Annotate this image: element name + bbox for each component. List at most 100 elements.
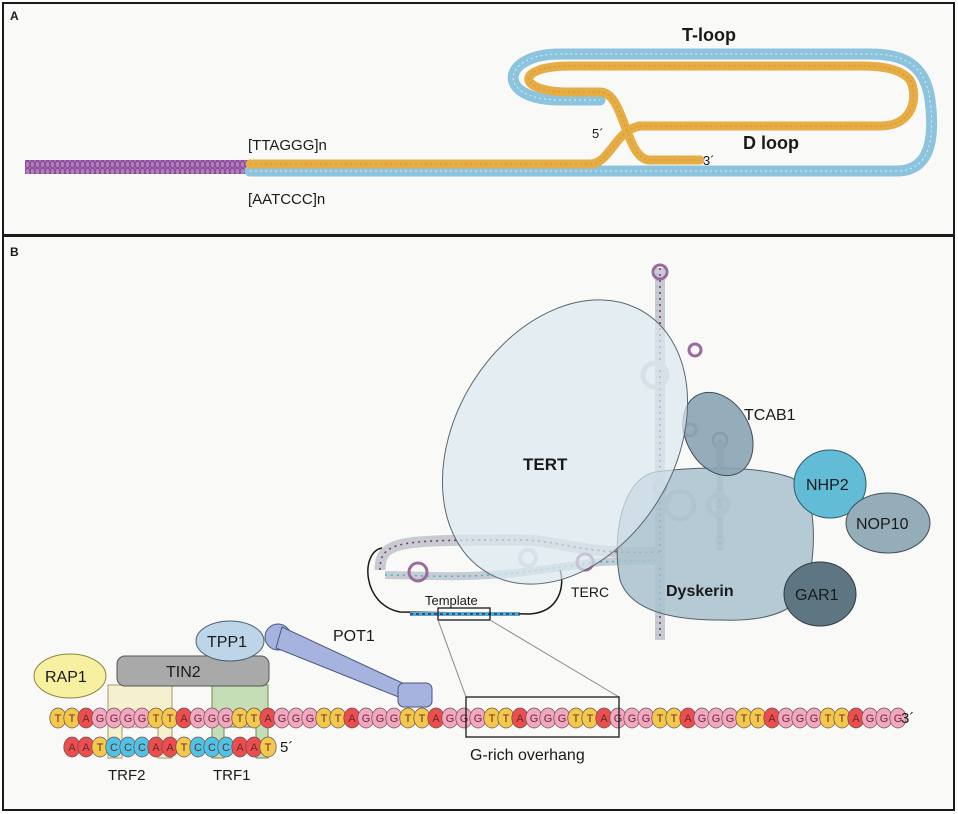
panel-a-frame [2, 2, 955, 236]
nucleotide-letter: G [376, 713, 385, 725]
nucleotide-letter: G [866, 713, 875, 725]
panel-a: A [TTAGGG]n [AATCCC]n T-loop D loop 5´ 3… [2, 2, 955, 236]
nucleotide-letter: G [712, 713, 721, 725]
nucleotide-letter: T [755, 713, 762, 725]
nucleotide-letter: T [839, 713, 846, 725]
nucleotide-letter: A [684, 713, 692, 725]
five-prime-label: 5´ [592, 126, 604, 141]
template-label: Template [425, 593, 478, 608]
nucleotide-letter: G [894, 713, 903, 725]
nucleotide-letter: G [96, 713, 105, 725]
nucleotide-letter: G [446, 713, 455, 725]
nucleotide-letter: G [474, 713, 483, 725]
nucleotide-letter: T [167, 713, 174, 725]
nucleotide-bead [889, 707, 907, 729]
bottom-strand-5prime: 5´ [280, 739, 293, 756]
nucleotide-letter: C [222, 742, 230, 754]
nop10-shape [845, 492, 931, 554]
nucleotide-letter: T [321, 713, 328, 725]
dyskerin-shape [616, 467, 814, 621]
panel-b-letter: B [10, 245, 19, 259]
nucleotide-letter: G [796, 713, 805, 725]
nucleotide-letter: T [503, 713, 510, 725]
nucleotide-letter: G [460, 713, 469, 725]
nucleotide-letter: A [180, 713, 188, 725]
gar1-label: GAR1 [795, 587, 839, 604]
nucleotide-letter: A [250, 742, 258, 754]
nucleotide-letter: T [587, 713, 594, 725]
nucleotide-letter: A [348, 713, 356, 725]
nucleotide-letter: A [166, 742, 174, 754]
nucleotide-letter: C [208, 742, 216, 754]
nucleotide-letter: C [138, 742, 146, 754]
nucleotide-letter: G [222, 713, 231, 725]
nucleotide-letter: T [405, 713, 412, 725]
nucleotide-letter: T [825, 713, 832, 725]
d-loop-label: D loop [743, 133, 799, 153]
nucleotide-letter: T [251, 713, 258, 725]
nucleotide-letter: G [782, 713, 791, 725]
rap1-shape [33, 653, 107, 699]
nucleotide-letter: C [110, 742, 118, 754]
nucleotide-letter: T [55, 713, 62, 725]
nucleotide-letter: G [138, 713, 147, 725]
nucleotide-letter: G [362, 713, 371, 725]
panel-b: B [2, 235, 955, 811]
terc-label: TERC [571, 584, 609, 600]
overhang-label: G-rich overhang [470, 747, 585, 764]
nucleotide-letter: G [530, 713, 539, 725]
gar1-shape [783, 561, 857, 627]
nucleotide-letter: G [110, 713, 119, 725]
nucleotide-letter: T [265, 742, 272, 754]
nhp2-shape [793, 449, 867, 519]
nucleotide-letter: G [642, 713, 651, 725]
rap1-label: RAP1 [45, 669, 87, 686]
trf1-label: TRF1 [213, 767, 251, 784]
nucleotide-letter: T [489, 713, 496, 725]
nucleotide-letter: T [153, 713, 160, 725]
nop10-label: NOP10 [856, 516, 909, 533]
tin2-label: TIN2 [166, 664, 201, 681]
nucleotide-letter: A [516, 713, 524, 725]
nucleotide-letter: G [880, 713, 889, 725]
nucleotide-letter: G [194, 713, 203, 725]
nucleotide-letter: A [264, 713, 272, 725]
tert-label: TERT [523, 455, 568, 474]
tpp1-label: TPP1 [207, 634, 247, 651]
top-strand-3prime: 3´ [901, 710, 914, 727]
double-stranded-dna [25, 160, 253, 174]
nucleotide-letter: G [292, 713, 301, 725]
nucleotide-letter: G [810, 713, 819, 725]
seq-bottom-label: [AATCCC]n [248, 191, 325, 208]
nucleotide-letter: T [69, 713, 76, 725]
nucleotide-letter: A [852, 713, 860, 725]
nucleotide-letter: A [152, 742, 160, 754]
three-prime-label: 3´ [703, 153, 715, 168]
nucleotide-letter: A [82, 742, 90, 754]
panel-a-letter: A [10, 9, 19, 23]
nucleotide-letter: C [194, 742, 202, 754]
nucleotide-letter: G [278, 713, 287, 725]
nucleotide-letter: T [181, 742, 188, 754]
nhp2-label: NHP2 [806, 477, 849, 494]
nucleotide-letter: A [236, 742, 244, 754]
nucleotide-letter: A [432, 713, 440, 725]
tin2-shape [116, 655, 270, 687]
nucleotide-letter: G [614, 713, 623, 725]
nucleotide-letter: C [124, 742, 132, 754]
nucleotide-letter: G [124, 713, 133, 725]
nucleotide-letter: A [82, 713, 90, 725]
nucleotide-letter: T [335, 713, 342, 725]
nucleotide-letter: A [68, 742, 76, 754]
nucleotide-letter: T [657, 713, 664, 725]
seq-top-label: [TTAGGG]n [248, 137, 327, 154]
nucleotide-letter: G [558, 713, 567, 725]
dyskerin-label: Dyskerin [666, 583, 734, 600]
nucleotide-letter: G [698, 713, 707, 725]
tpp1-shape [195, 620, 265, 662]
nucleotide-letter: T [97, 742, 104, 754]
nucleotide-letter: A [768, 713, 776, 725]
